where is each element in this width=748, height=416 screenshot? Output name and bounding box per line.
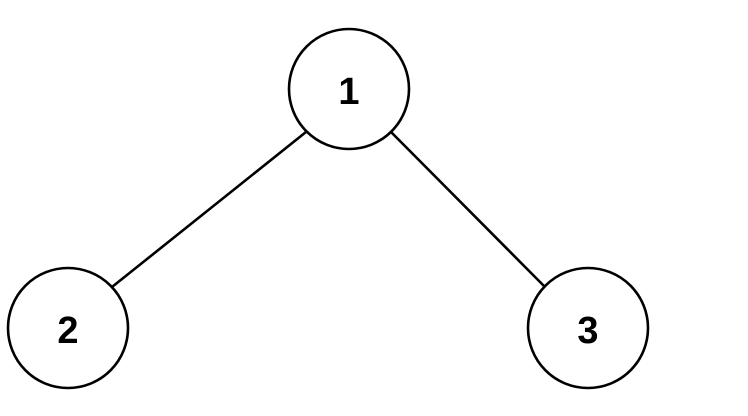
tree-node-right: 3 — [526, 266, 650, 390]
node-circle-right — [526, 266, 650, 390]
edge-root-to-left — [110, 130, 308, 289]
edge-root-to-right — [390, 131, 547, 289]
tree-node-left: 2 — [6, 266, 130, 390]
node-circle-root — [287, 27, 411, 151]
node-label-root: 1 — [338, 71, 359, 113]
node-circle-left — [6, 266, 130, 390]
node-label-left: 2 — [57, 310, 78, 352]
node-label-right: 3 — [577, 310, 598, 352]
tree-node-root: 1 — [287, 27, 411, 151]
